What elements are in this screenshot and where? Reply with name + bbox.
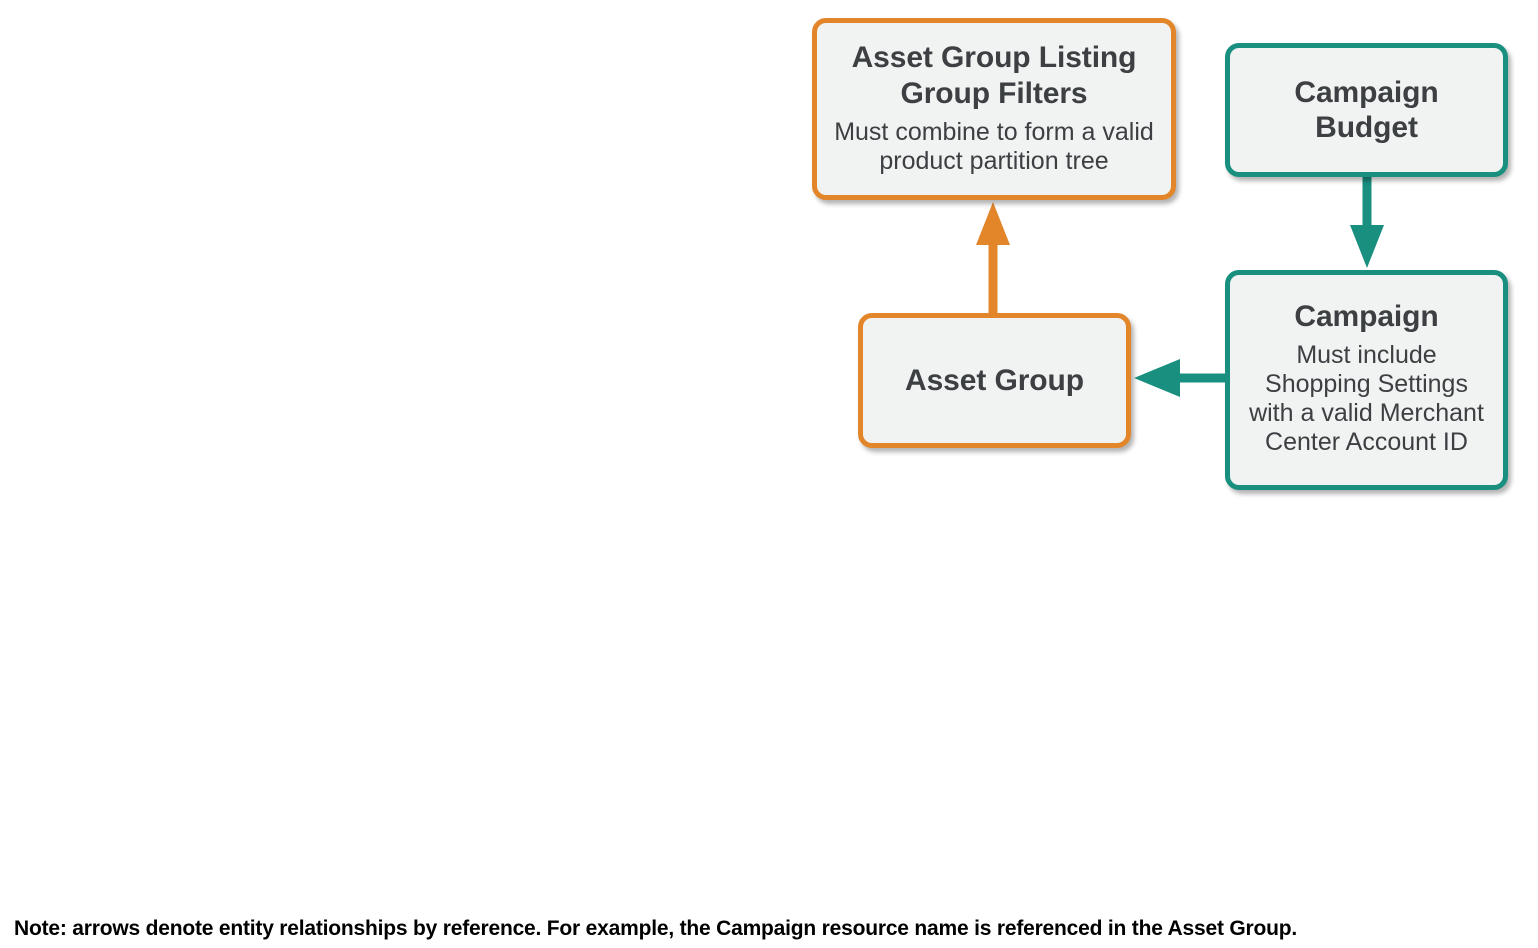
node-title: Asset Group xyxy=(905,363,1084,397)
node-subtitle: Must combine to form a valid product par… xyxy=(834,117,1154,175)
node-title: Campaign Budget xyxy=(1294,75,1439,144)
node-campaign-budget[interactable]: Campaign Budget xyxy=(1225,43,1508,177)
arrow-campaign-budget-to-campaign xyxy=(1350,175,1384,268)
arrow-head xyxy=(1134,359,1180,397)
arrow-campaign-to-asset-group xyxy=(1134,359,1227,397)
node-campaign[interactable]: Campaign Must include Shopping Settings … xyxy=(1225,270,1508,490)
arrow-head xyxy=(976,202,1010,245)
node-asset-group[interactable]: Asset Group xyxy=(858,313,1131,448)
node-asset-group-listing-group-filters[interactable]: Asset Group Listing Group Filters Must c… xyxy=(812,18,1176,200)
arrow-asset-group-to-listing-group-filters xyxy=(976,202,1010,315)
arrow-head xyxy=(1350,225,1384,268)
node-title: Asset Group Listing Group Filters xyxy=(851,41,1137,110)
node-title: Campaign xyxy=(1294,299,1439,333)
node-subtitle: Must include Shopping Settings with a va… xyxy=(1249,341,1484,457)
diagram-note: Note: arrows denote entity relationships… xyxy=(14,917,1297,940)
